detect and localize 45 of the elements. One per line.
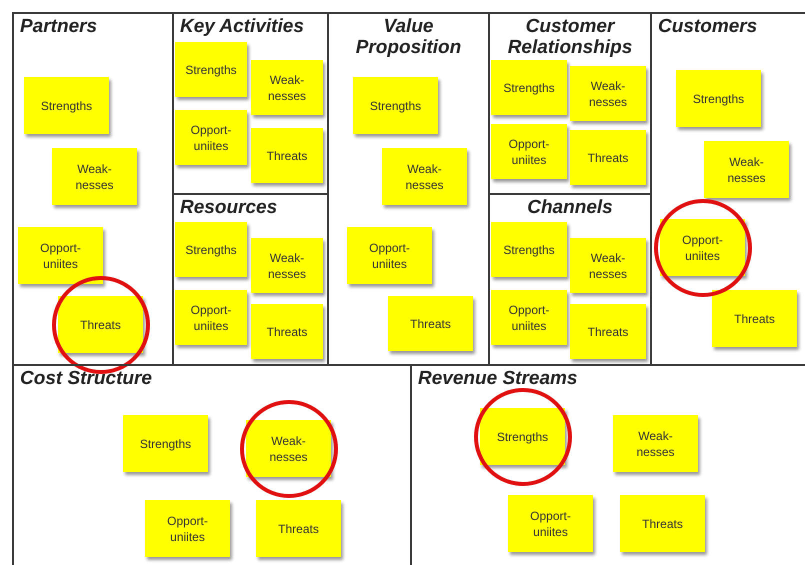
- section-heading: Customers: [658, 16, 758, 37]
- sticky-note: Threats: [712, 290, 797, 347]
- sticky-note: Weak- nesses: [52, 148, 137, 205]
- sticky-note: Weak- nesses: [570, 238, 646, 293]
- sticky-note: Strengths: [175, 42, 247, 97]
- sticky-note: Threats: [388, 296, 473, 351]
- sticky-note: Threats: [251, 304, 323, 359]
- sticky-note: Strengths: [123, 415, 208, 472]
- section-heading: Revenue Streams: [418, 368, 578, 389]
- sticky-note: Weak- nesses: [382, 148, 467, 205]
- sticky-note: Opport- uniites: [660, 219, 745, 276]
- sticky-note: Strengths: [175, 222, 247, 277]
- sticky-note: Opport- uniites: [491, 124, 567, 179]
- sticky-note: Opport- uniites: [175, 110, 247, 165]
- sticky-note: Threats: [251, 128, 323, 183]
- sticky-note: Opport- uniites: [18, 227, 103, 284]
- sticky-note: Weak- nesses: [704, 141, 789, 198]
- sticky-note: Opport- uniites: [508, 495, 593, 552]
- sticky-note: Weak- nesses: [251, 60, 323, 115]
- sticky-note: Strengths: [676, 70, 761, 127]
- sticky-note: Weak- nesses: [613, 415, 698, 472]
- sticky-note: Weak- nesses: [570, 66, 646, 121]
- sticky-note: Opport- uniites: [175, 290, 247, 345]
- section-heading: Value Proposition: [354, 16, 462, 58]
- section-heading: Customer Relationships: [506, 16, 634, 58]
- sticky-note: Opport- uniites: [347, 227, 432, 284]
- section-heading: Key Activities: [180, 16, 304, 37]
- sticky-note: Opport- uniites: [145, 500, 230, 557]
- sticky-note: Strengths: [491, 60, 567, 115]
- section-heading: Channels: [526, 197, 614, 218]
- sticky-note: Threats: [256, 500, 341, 557]
- section-heading: Partners: [20, 16, 98, 37]
- sticky-note: Strengths: [24, 77, 109, 134]
- sticky-note: Strengths: [480, 408, 565, 465]
- sticky-note: Threats: [620, 495, 705, 552]
- sticky-note: Threats: [570, 304, 646, 359]
- sticky-note: Weak- nesses: [251, 238, 323, 293]
- sticky-note: Strengths: [491, 222, 567, 277]
- sticky-note: Threats: [570, 130, 646, 185]
- sticky-note: Threats: [58, 296, 143, 353]
- sticky-note: Opport- uniites: [491, 290, 567, 345]
- section-heading: Cost Structure: [20, 368, 152, 389]
- section-heading: Resources: [180, 197, 278, 218]
- sticky-note: Strengths: [353, 77, 438, 134]
- sticky-note: Weak- nesses: [246, 420, 331, 477]
